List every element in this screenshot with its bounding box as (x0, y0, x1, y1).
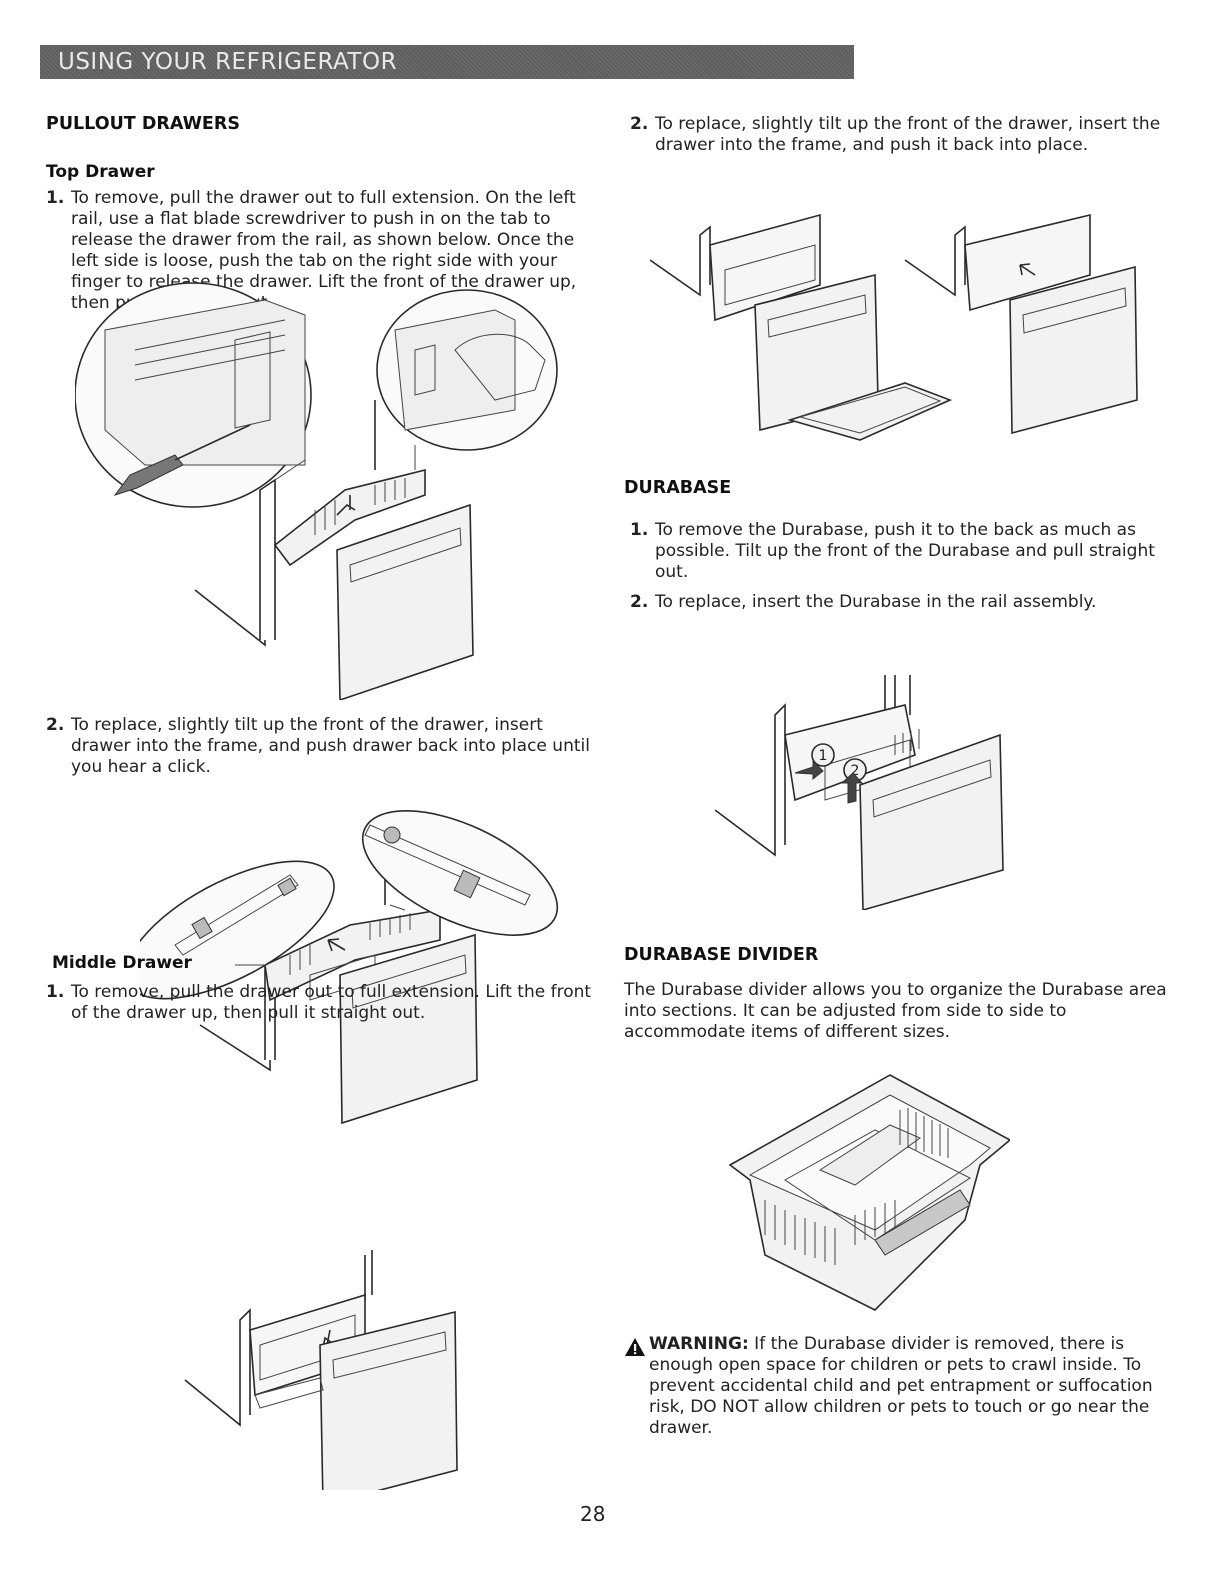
warning-label: WARNING: (649, 1334, 749, 1354)
step-text: To replace, insert the Durabase in the r… (655, 592, 1097, 612)
durabase-step-1: 1. To remove the Durabase, push it to th… (630, 520, 1170, 583)
step-number: 2. (46, 715, 65, 735)
step-text: To replace, slightly tilt up the front o… (71, 715, 590, 777)
middle-drawer-step-2: 2. To replace, slightly tilt up the fron… (630, 114, 1170, 156)
step-number: 2. (630, 114, 649, 134)
durabase-step-2: 2. To replace, insert the Durabase in th… (630, 592, 1170, 613)
durabase-removal-illustration: 1 2 (715, 675, 1004, 910)
step-number: 1. (46, 188, 65, 208)
durabase-heading: DURABASE (624, 478, 732, 498)
warning-text: If the Durabase divider is removed, ther… (649, 1334, 1153, 1438)
callout-2: 2 (851, 763, 860, 779)
top-drawer-replace-illustration (140, 810, 559, 1125)
middle-drawer-replace-illustration (650, 213, 1138, 441)
middle-drawer-heading: Middle Drawer (52, 953, 192, 973)
step-number: 1. (46, 982, 65, 1002)
callout-1: 1 (819, 748, 828, 764)
durabase-divider-text: The Durabase divider allows you to organ… (624, 980, 1167, 1042)
durabase-divider-illustration (728, 1074, 1010, 1311)
step-text: To replace, slightly tilt up the front o… (655, 114, 1161, 155)
step-text: To remove the Durabase, push it to the b… (655, 520, 1155, 582)
warning-block: WARNING: If the Durabase divider is remo… (649, 1334, 1174, 1439)
top-drawer-heading: Top Drawer (46, 162, 155, 182)
middle-drawer-step-1: 1. To remove, pull the drawer out to ful… (46, 982, 601, 1024)
top-drawer-removal-illustration (75, 282, 558, 700)
pullout-drawers-heading: PULLOUT DRAWERS (46, 114, 240, 134)
step-number: 1. (630, 520, 649, 540)
step-number: 2. (630, 592, 649, 612)
page-number: 28 (580, 1502, 606, 1526)
top-drawer-step-2: 2. To replace, slightly tilt up the fron… (46, 715, 601, 778)
step-text: To remove, pull the drawer out to full e… (71, 982, 592, 1023)
warning-icon (625, 1338, 645, 1356)
section-banner: USING YOUR REFRIGERATOR (40, 45, 854, 79)
banner-title: USING YOUR REFRIGERATOR (58, 49, 398, 75)
durabase-divider-heading: DURABASE DIVIDER (624, 945, 819, 965)
middle-drawer-removal-illustration (184, 1250, 458, 1490)
